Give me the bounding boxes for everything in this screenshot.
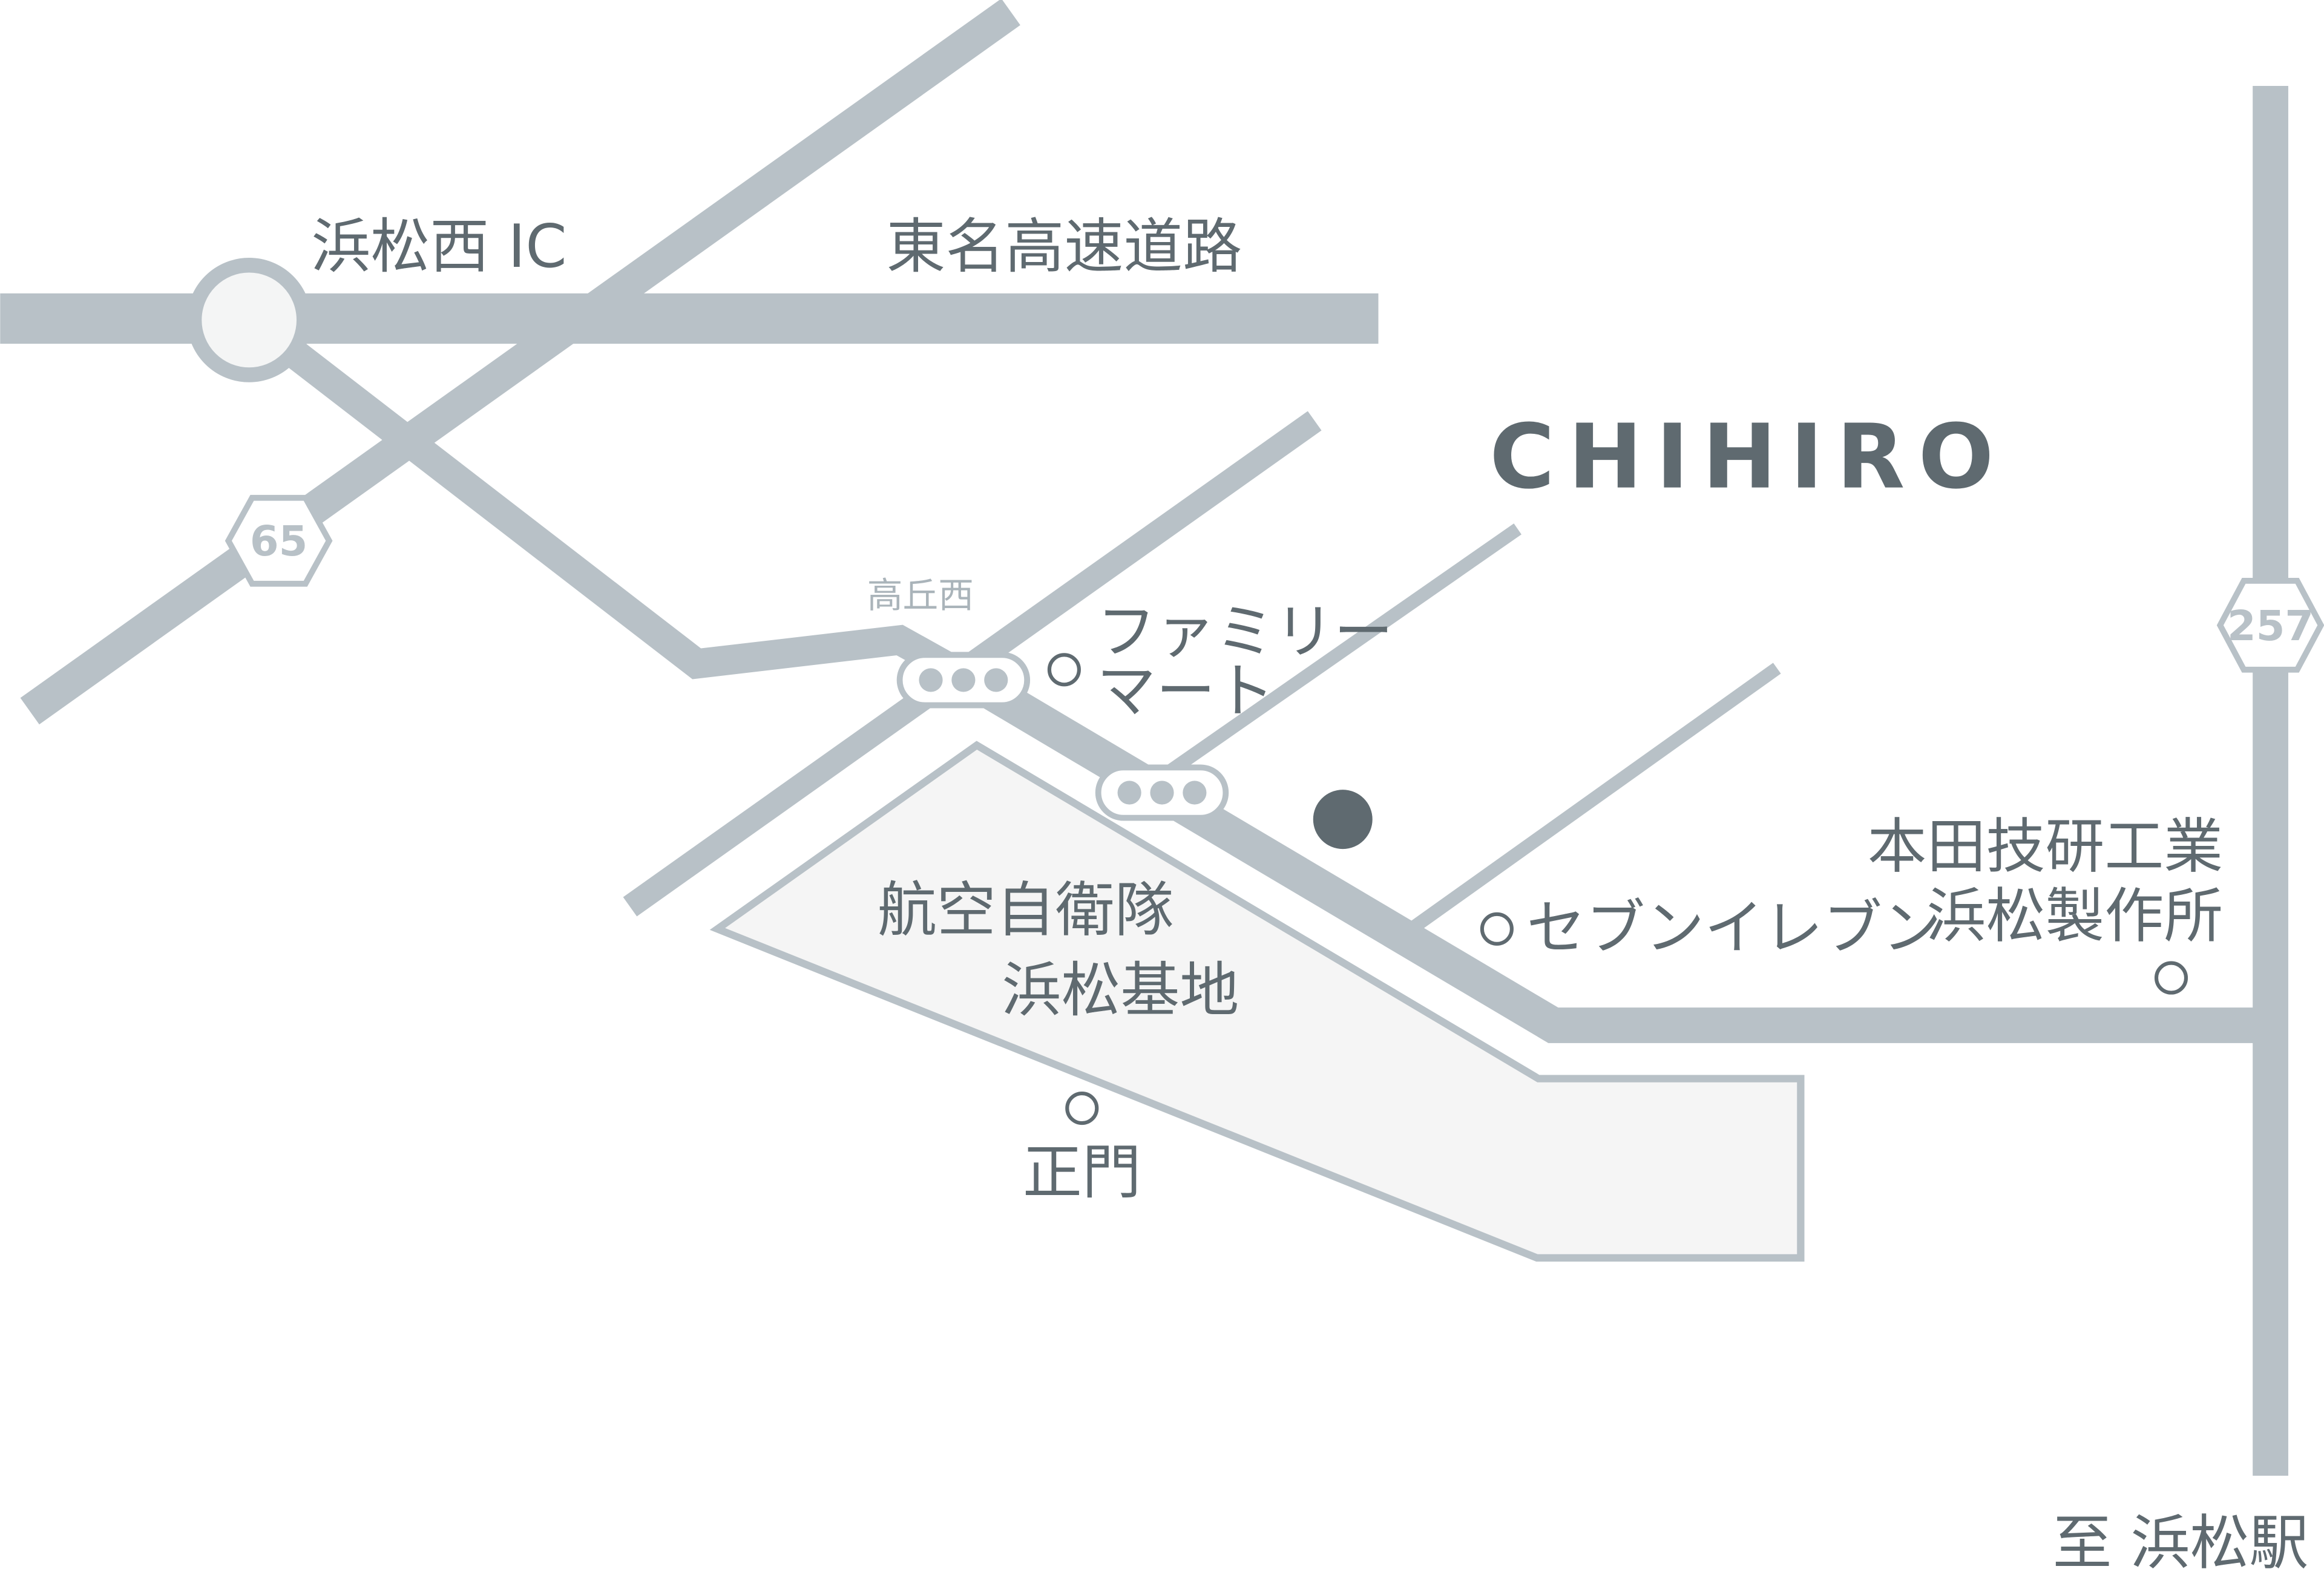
- honda-marker-icon: [2154, 961, 2188, 995]
- traffic-signal-icon: [896, 652, 1031, 709]
- brand-logo: CHIHIRO: [1489, 405, 2007, 509]
- intersection-label: 高丘西: [867, 574, 974, 616]
- air-base-label: 航空自衛隊: [878, 876, 1174, 945]
- svg-text:65: 65: [250, 517, 307, 566]
- expressway-label: 東名高速道路: [887, 212, 1242, 281]
- svg-text:257: 257: [2227, 602, 2314, 650]
- side-road-2: [1411, 663, 1781, 932]
- route-257-shield: 257: [2216, 577, 2324, 673]
- traffic-signal-icon: [1095, 764, 1229, 821]
- seven-eleven-marker-icon: [1480, 912, 1514, 946]
- main-gate-label: 正門: [1023, 1138, 1141, 1207]
- chihiro-location-marker: [1313, 790, 1373, 850]
- interchange-icon: [186, 258, 312, 382]
- seven-eleven-label: セブンイレブン: [1526, 894, 1942, 963]
- route-65-shield: 65: [225, 494, 333, 587]
- air-base-label: 浜松基地: [1002, 956, 1239, 1025]
- main-gate-marker-icon: [1065, 1092, 1099, 1125]
- air-base-area: [709, 741, 1805, 1262]
- honda-label: 浜松製作所: [1927, 882, 2224, 951]
- familymart-label: ファミリー: [1097, 597, 1393, 666]
- interchange-label: 浜松西 IC: [311, 212, 566, 281]
- route-65-road: [20, 0, 1020, 725]
- familymart-marker-icon: [1047, 653, 1081, 687]
- to-station-label: 至 浜松駅: [2053, 1508, 2309, 1572]
- honda-label: 本田技研工業: [1868, 812, 2224, 881]
- familymart-label: マート: [1097, 657, 1275, 725]
- side-road-1: [1167, 523, 1521, 776]
